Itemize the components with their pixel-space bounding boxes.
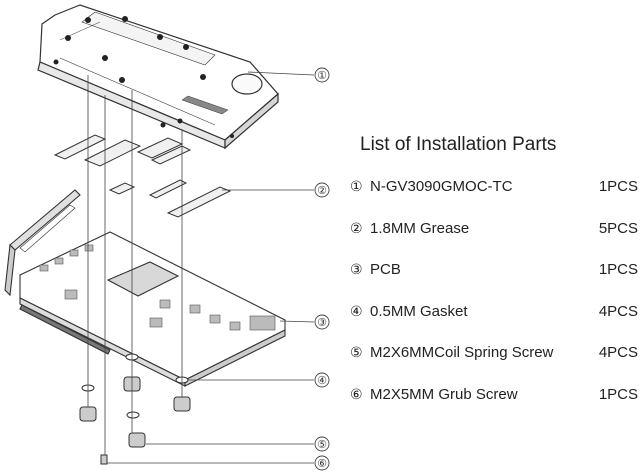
- part-row: ① N-GV3090GMOC-TC 1PCS: [350, 178, 640, 200]
- parts-list-title: List of Installation Parts: [360, 134, 557, 155]
- part-number: ⑤: [350, 344, 363, 360]
- callout-3: ③: [317, 317, 327, 329]
- part-row: ⑥ M2X5MM Grub Screw 1PCS: [350, 386, 640, 408]
- part-row: ④ 0.5MM Gasket 4PCS: [350, 303, 640, 325]
- part-row: ⑤ M2X6MMCoil Spring Screw 4PCS: [350, 344, 640, 366]
- callout-circles: [314, 67, 330, 471]
- part-number: ⑥: [350, 386, 363, 402]
- part-name: 0.5MM Gasket: [370, 303, 468, 320]
- part-quantity: 5PCS: [598, 220, 638, 237]
- grub-screw: [100, 454, 108, 465]
- block-screw-holes: [53, 16, 234, 138]
- part-name: PCB: [370, 261, 401, 278]
- spring-screws: [79, 376, 191, 448]
- callout-4: ④: [317, 375, 327, 387]
- pcb-components: [39, 244, 276, 331]
- callout-5: ⑤: [317, 439, 327, 451]
- callout-6: ⑥: [317, 458, 327, 470]
- thermal-pads: [53, 134, 232, 218]
- part-number: ①: [350, 178, 363, 194]
- part-name: M2X6MMCoil Spring Screw: [370, 344, 554, 361]
- part-name: M2X5MM Grub Screw: [370, 386, 518, 403]
- part-row: ③ PCB 1PCS: [350, 261, 640, 283]
- part-number: ④: [350, 303, 363, 319]
- part-quantity: 4PCS: [598, 344, 638, 361]
- part-quantity: 1PCS: [598, 261, 638, 278]
- part-number: ②: [350, 220, 363, 236]
- callout-2: ②: [317, 185, 327, 197]
- part-quantity: 1PCS: [598, 386, 638, 403]
- callout-lines: [107, 71, 315, 464]
- pcb-board: [4, 189, 286, 387]
- part-quantity: 1PCS: [598, 178, 638, 195]
- callout-numbers: ① ② ③ ④ ⑤ ⑥: [317, 70, 327, 470]
- callout-1: ①: [317, 70, 327, 82]
- assembly-lines: [87, 75, 183, 455]
- part-quantity: 4PCS: [598, 303, 638, 320]
- part-name: 1.8MM Grease: [370, 220, 470, 237]
- part-name: N-GV3090GMOC-TC: [370, 178, 513, 195]
- water-block: [37, 4, 279, 150]
- part-number: ③: [350, 261, 363, 277]
- part-row: ② 1.8MM Grease 5PCS: [350, 220, 640, 242]
